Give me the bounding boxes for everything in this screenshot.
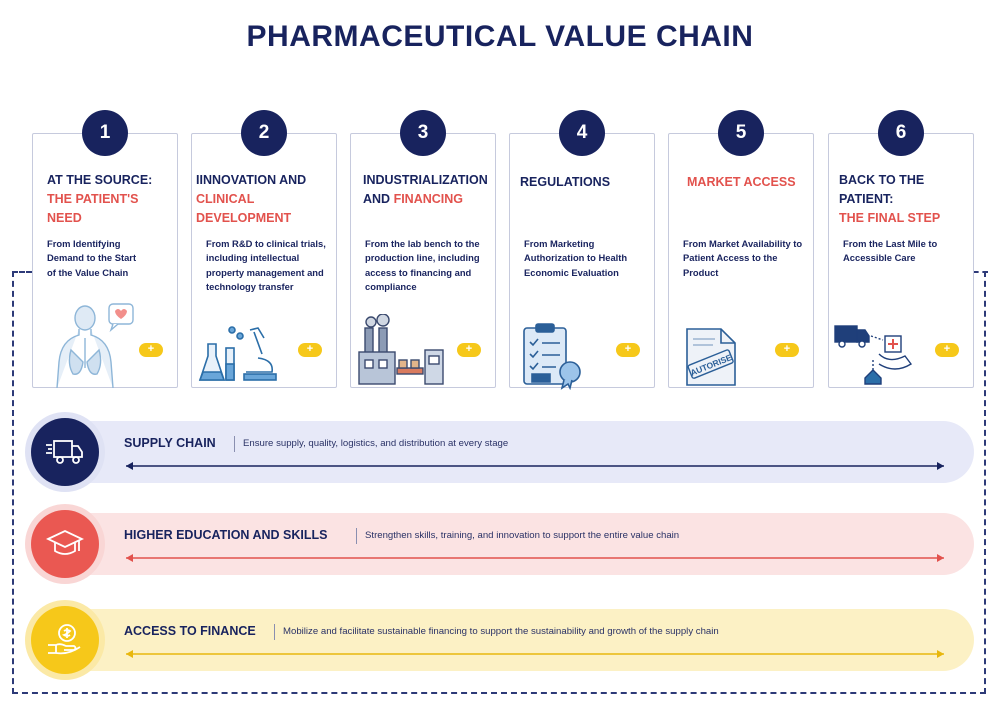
step-number-badge: 1 — [82, 110, 128, 156]
band-higher-education[interactable]: HIGHER EDUCATION AND SKILLS Strengthen s… — [31, 510, 974, 578]
step-card-3[interactable]: 3 INDUSTRIALIZATION AND FINANCING From t… — [350, 110, 496, 388]
step-card-6[interactable]: 6 BACK TO THE PATIENT: THE FINAL STEP Fr… — [828, 110, 974, 388]
factory-icon — [358, 314, 444, 385]
band-icon-circle — [31, 606, 99, 674]
band-description: Mobilize and facilitate sustainable fina… — [274, 624, 719, 640]
step-number-badge: 6 — [878, 110, 924, 156]
step-title: REGULATIONS — [520, 175, 611, 189]
band-label: ACCESS TO FINANCE — [124, 624, 256, 638]
step-number-badge: 2 — [241, 110, 287, 156]
step-description: From Marketing Authorization to Health E… — [524, 238, 628, 278]
step-description: From the lab bench to the production lin… — [365, 238, 480, 293]
step-title: IINNOVATION AND CLINICAL DEVELOPMENT — [196, 173, 307, 225]
expand-button[interactable]: + — [139, 343, 163, 357]
expand-button[interactable]: + — [935, 343, 959, 357]
step-number-badge: 3 — [400, 110, 446, 156]
band-double-arrow — [126, 462, 944, 470]
step-card-5[interactable]: 5 MARKET ACCESS From Market Availability… — [668, 110, 814, 388]
page-title: PHARMACEUTICAL VALUE CHAIN — [246, 20, 754, 53]
laboratory-microscope-icon — [198, 326, 277, 381]
band-supply-chain[interactable]: SUPPLY CHAIN Ensure supply, quality, log… — [31, 418, 974, 486]
band-label: HIGHER EDUCATION AND SKILLS — [124, 528, 328, 542]
authorise-document-icon: AUTORISE — [686, 328, 736, 386]
step-description: From Market Availability to Patient Acce… — [683, 238, 803, 278]
step-number-badge: 5 — [718, 110, 764, 156]
band-description: Ensure supply, quality, logistics, and d… — [234, 436, 508, 452]
loop-connector-top-left — [12, 271, 32, 273]
step-card-2[interactable]: 2 IINNOVATION AND CLINICAL DEVELOPMENT F… — [191, 110, 337, 388]
graduation-cap-icon — [46, 530, 84, 555]
band-icon-circle — [31, 418, 99, 486]
step-title: AT THE SOURCE: THE PATIENT'S NEED — [47, 173, 153, 225]
step-description: From the Last Mile to Accessible Care — [843, 238, 938, 264]
step-description: From Identifying Demand to the Start of … — [47, 238, 137, 278]
band-double-arrow — [126, 650, 944, 658]
truck-icon — [46, 440, 83, 464]
step-card-1[interactable]: 1 AT THE SOURCE: THE PATIENT'S NEED From… — [32, 110, 178, 389]
expand-button[interactable]: + — [298, 343, 322, 357]
loop-connector-top-right — [973, 271, 988, 273]
band-icon-circle — [31, 510, 99, 578]
delivery-care-icon — [834, 325, 913, 385]
money-hand-icon — [48, 624, 81, 655]
step-title: BACK TO THE PATIENT: THE FINAL STEP — [839, 173, 941, 225]
expand-button[interactable]: + — [775, 343, 799, 357]
step-description: From R&D to clinical trials, including i… — [206, 238, 326, 293]
clipboard-checklist-icon — [523, 323, 581, 390]
expand-button[interactable]: + — [616, 343, 640, 357]
band-label: SUPPLY CHAIN — [124, 436, 216, 450]
step-title: INDUSTRIALIZATION AND FINANCING — [363, 173, 488, 206]
expand-button[interactable]: + — [457, 343, 481, 357]
step-card-4[interactable]: 4 REGULATIONS From Marketing Authorizati… — [509, 110, 655, 390]
step-number-badge: 4 — [559, 110, 605, 156]
patient-health-icon — [56, 303, 134, 389]
band-access-to-finance[interactable]: ACCESS TO FINANCE Mobilize and facilitat… — [31, 606, 974, 674]
band-description: Strengthen skills, training, and innovat… — [356, 528, 679, 544]
band-double-arrow — [126, 554, 944, 562]
step-title: MARKET ACCESS — [687, 175, 796, 189]
